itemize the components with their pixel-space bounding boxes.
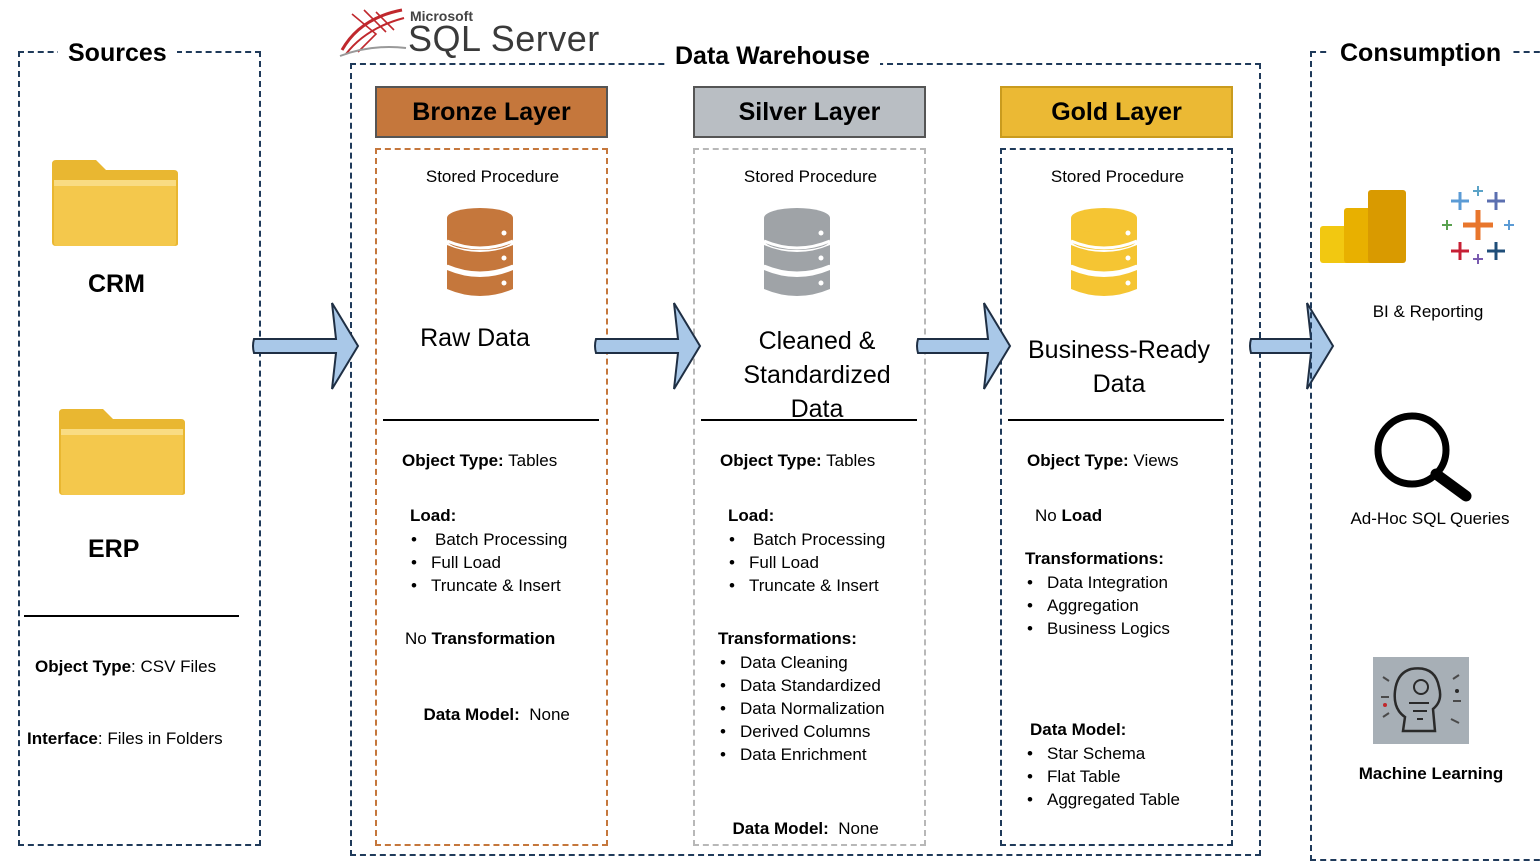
list-item: Full Load <box>409 551 567 574</box>
sql-server-logo-icon <box>339 8 407 57</box>
bronze-data-model: Data Model: None <box>423 705 570 724</box>
gold-load: No Load <box>1035 506 1103 525</box>
ai-head-icon <box>1373 657 1469 744</box>
bronze-layer-box <box>375 148 608 846</box>
gold-data-label: Business-Ready Data <box>1027 336 1211 398</box>
silver-object-type: Object Type: Tables <box>720 451 876 470</box>
bronze-data-label: Raw Data <box>420 324 530 352</box>
warehouse-title: Data Warehouse <box>665 41 880 71</box>
consumption-title: Consumption <box>1330 38 1512 68</box>
gold-stored-procedure: Stored Procedure <box>1050 167 1185 186</box>
list-item: Star Schema <box>1025 742 1180 765</box>
silver-layer-box <box>693 148 926 846</box>
list-item: Data Standardized <box>718 674 885 697</box>
silver-stored-procedure: Stored Procedure <box>743 167 878 186</box>
database-icon <box>446 207 514 306</box>
gold-layer-header: Gold Layer <box>1000 86 1233 138</box>
bronze-divider <box>383 419 599 421</box>
gold-layer-box <box>1000 148 1233 846</box>
list-item: Aggregated Table <box>1025 788 1180 811</box>
folder-icon <box>57 407 187 497</box>
database-icon <box>763 207 831 306</box>
gold-transformations-title: Transformations: <box>1025 549 1164 568</box>
power-bi-icon <box>1320 190 1408 264</box>
bronze-load-title: Load: <box>410 506 457 525</box>
bronze-object-type: Object Type: Tables <box>402 451 558 470</box>
silver-layer-header: Silver Layer <box>693 86 926 138</box>
database-icon <box>1070 207 1138 306</box>
gold-transformations-list: Data Integration Aggregation Business Lo… <box>1025 571 1170 640</box>
list-item: Batch Processing <box>409 528 567 551</box>
magnifier-icon <box>1372 410 1474 502</box>
machine-learning-label: Machine Learning <box>1358 764 1504 783</box>
gold-data-model-list: Star Schema Flat Table Aggregated Table <box>1025 742 1180 811</box>
list-item: Data Integration <box>1025 571 1170 594</box>
list-item: Full Load <box>727 551 885 574</box>
list-item: Business Logics <box>1025 617 1170 640</box>
list-item: Aggregation <box>1025 594 1170 617</box>
crm-label: CRM <box>88 270 145 298</box>
list-item: Data Enrichment <box>718 743 885 766</box>
sources-object-type: Object Type: CSV Files <box>35 657 217 676</box>
list-item: Derived Columns <box>718 720 885 743</box>
bronze-stored-procedure: Stored Procedure <box>425 167 560 186</box>
gold-object-type: Object Type: Views <box>1027 451 1179 470</box>
arrow-right-icon <box>594 302 702 390</box>
bi-reporting-label: BI & Reporting <box>1372 302 1484 321</box>
folder-icon <box>50 158 180 248</box>
silver-data-label: Cleaned & Standardized Data <box>743 327 891 423</box>
list-item: Truncate & Insert <box>727 574 885 597</box>
erp-label: ERP <box>88 535 140 563</box>
sources-divider <box>24 615 239 617</box>
bronze-transformation: No Transformation <box>405 629 556 648</box>
silver-load-title: Load: <box>728 506 775 525</box>
list-item: Data Cleaning <box>718 651 885 674</box>
arrow-right-icon <box>252 302 360 390</box>
tableau-icon <box>1442 184 1514 268</box>
list-item: Batch Processing <box>727 528 885 551</box>
sources-title: Sources <box>58 38 177 68</box>
arrow-right-icon <box>916 302 1012 390</box>
arrow-right-icon <box>1249 302 1335 390</box>
sources-interface: Interface: Files in Folders <box>27 729 223 748</box>
bronze-layer-header: Bronze Layer <box>375 86 608 138</box>
sql-server-logo: Microsoft SQL Server <box>336 4 636 60</box>
list-item: Data Normalization <box>718 697 885 720</box>
sql-server-brand: Microsoft <box>410 8 473 24</box>
silver-data-model: Data Model: None <box>732 819 879 838</box>
silver-transformations-title: Transformations: <box>718 629 857 648</box>
silver-transformations-list: Data Cleaning Data Standardized Data Nor… <box>718 651 885 766</box>
silver-divider <box>701 419 917 421</box>
list-item: Truncate & Insert <box>409 574 567 597</box>
list-item: Flat Table <box>1025 765 1180 788</box>
sql-server-product: SQL Server <box>408 18 600 59</box>
gold-divider <box>1008 419 1224 421</box>
silver-load-list: Batch Processing Full Load Truncate & In… <box>727 528 885 597</box>
gold-data-model-title: Data Model: <box>1030 720 1127 739</box>
bronze-load-list: Batch Processing Full Load Truncate & In… <box>409 528 567 597</box>
adhoc-sql-label: Ad-Hoc SQL Queries <box>1350 509 1510 528</box>
